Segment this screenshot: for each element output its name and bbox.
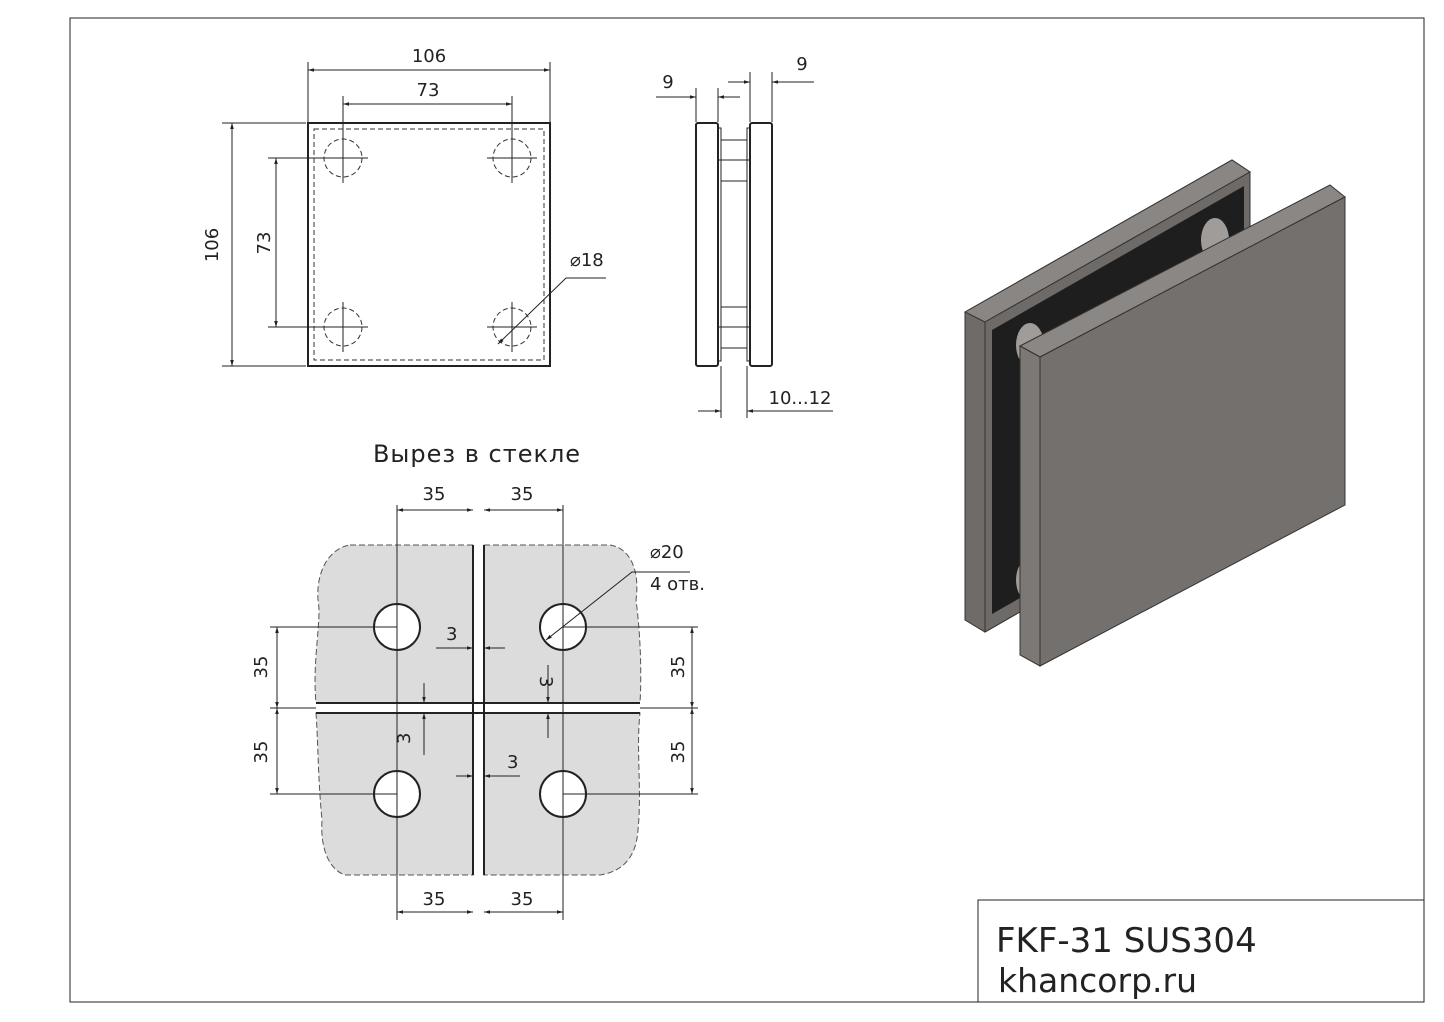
drawing-frame [69, 17, 1425, 1003]
dim-bottom-left: 35 [423, 889, 446, 910]
cutout-hole-count: 4 отв. [650, 574, 705, 595]
glass-cutout-view: Вырез в стекле 35 35 35 35 35 35 35 35 ⌀… [251, 440, 705, 920]
width-dimension: 106 [412, 46, 446, 67]
glass-gap-dimension: 10...12 [769, 388, 832, 409]
hole-spacing-horizontal: 73 [417, 80, 440, 101]
dim-top-left: 35 [423, 484, 446, 505]
gap-top-label: 3 [446, 624, 457, 645]
title-block [977, 899, 1425, 1003]
left-plate-thickness: 9 [662, 72, 673, 93]
hole-diameter-label: ⌀18 [570, 250, 604, 271]
mounting-holes [318, 133, 537, 352]
dim-top-right: 35 [511, 484, 534, 505]
cutout-hole-diameter: ⌀20 [650, 542, 684, 563]
dim-right-lower: 35 [668, 741, 689, 764]
isometric-clamp-render [963, 159, 1346, 667]
gap-left-label: 3 [394, 733, 415, 744]
gap-bottom-label: 3 [507, 752, 518, 773]
dim-left-upper: 35 [251, 656, 272, 679]
model-title: FKF-31 SUS304 [996, 921, 1257, 961]
hole-spacing-vertical: 73 [254, 232, 275, 255]
side-view: 9 9 10...12 [656, 54, 833, 418]
gap-right-label: 3 [535, 676, 556, 687]
dim-left-lower: 35 [251, 741, 272, 764]
cutout-title: Вырез в стекле [373, 440, 581, 468]
height-dimension: 106 [202, 228, 223, 262]
website-text: khancorp.ru [998, 961, 1197, 1000]
right-plate-thickness: 9 [796, 54, 807, 75]
dim-right-upper: 35 [668, 656, 689, 679]
cutout-holes [373, 603, 587, 818]
front-view: 106 73 106 73 ⌀18 [202, 46, 606, 367]
dim-bottom-right: 35 [511, 889, 534, 910]
